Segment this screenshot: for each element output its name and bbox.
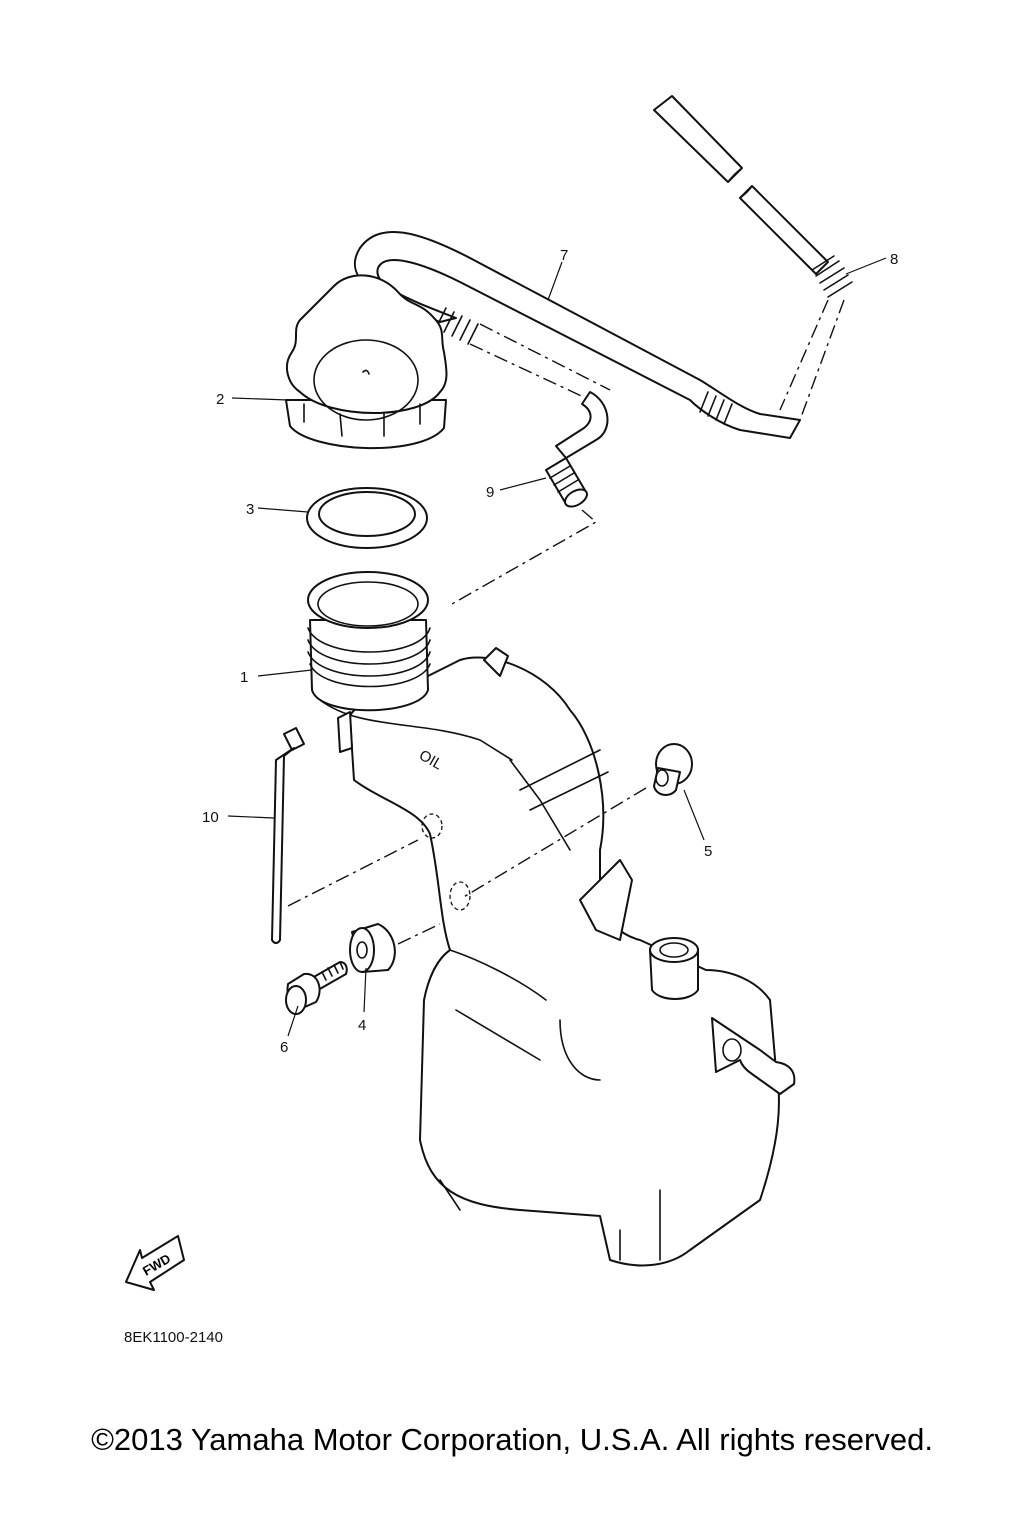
part-2-filler-cap <box>285 274 448 449</box>
part-7-breather-hose <box>353 230 801 439</box>
callout-2: 2 <box>216 391 224 408</box>
callout-8: 8 <box>890 251 898 268</box>
part-3-gasket <box>306 487 428 549</box>
callout-10: 10 <box>202 809 219 826</box>
fwd-arrow-icon: FWD <box>125 1235 185 1291</box>
callout-5: 5 <box>704 843 712 860</box>
callout-1: 1 <box>240 669 248 686</box>
part-5-grommet <box>461 743 693 899</box>
callout-7: 7 <box>560 247 568 264</box>
callout-9: 9 <box>486 484 494 501</box>
part-10-cable-tie <box>271 727 419 944</box>
hose-7-ribs-right <box>699 391 733 425</box>
copyright-notice: ©2013 Yamaha Motor Corporation, U.S.A. A… <box>91 1422 933 1457</box>
part-6-bolt <box>285 961 348 1015</box>
callout-labels: 1 2 3 4 5 6 7 8 9 10 <box>202 247 898 1056</box>
callout-3: 3 <box>246 501 254 518</box>
leader-lines <box>227 257 887 1037</box>
part-9-hose-joint <box>451 391 609 605</box>
part-4-damper <box>349 923 441 973</box>
hose-8-ribs <box>811 255 853 298</box>
callout-4: 4 <box>358 1017 366 1034</box>
part-8-vent-hose <box>653 95 853 421</box>
callout-6: 6 <box>280 1039 288 1056</box>
part-1-oil-tank: OIL <box>307 571 796 1267</box>
figure-code: 8EK1100-2140 <box>124 1329 223 1346</box>
